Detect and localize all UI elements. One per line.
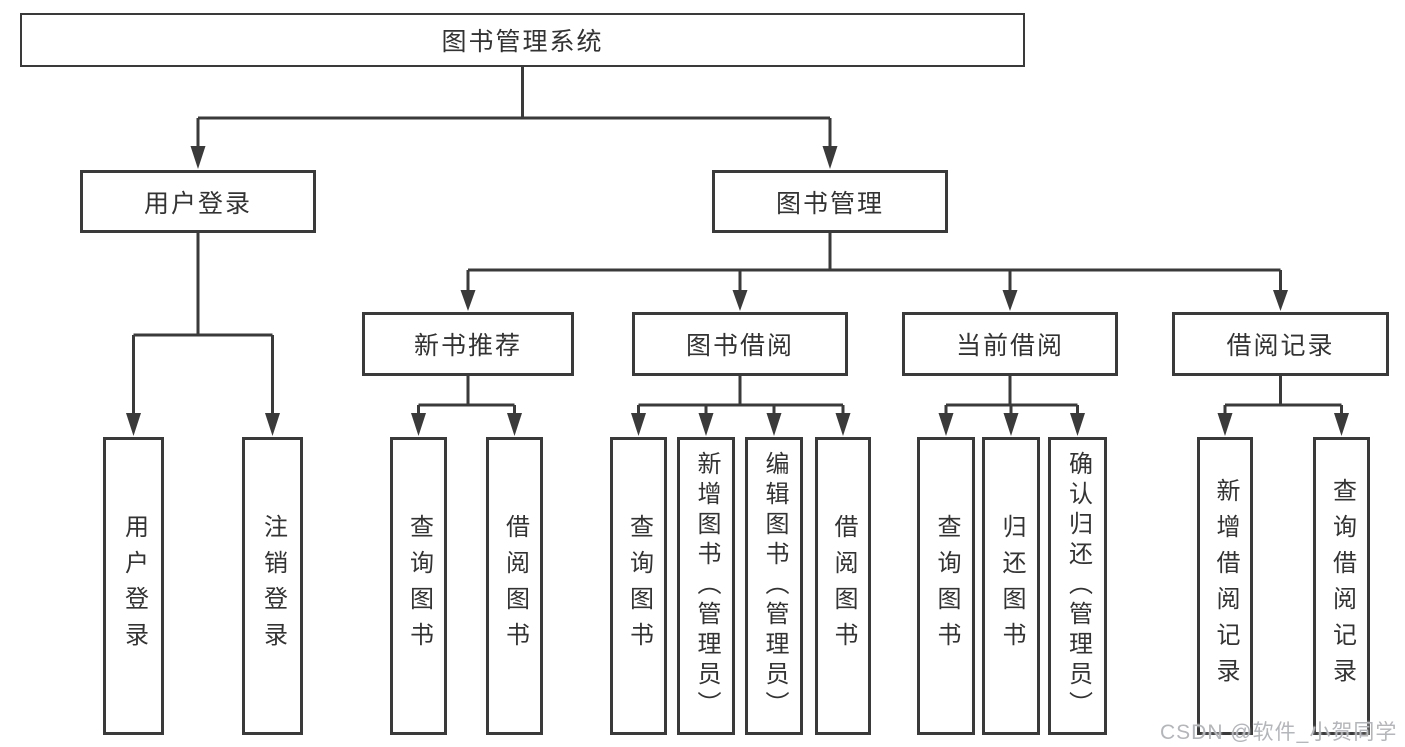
node-borrow-records-label: 借阅记录 [1226, 332, 1335, 360]
leaf-confirm-return-admin-label: 确认归还（管理员） [1064, 451, 1092, 721]
node-root: 图书管理系统 [20, 13, 1025, 67]
leaf-user-login: 用户登录 [103, 437, 164, 735]
leaf-borrow-book: 借阅图书 [815, 437, 871, 735]
edge-new-book-rec-trunk [418, 376, 515, 407]
node-new-book-recommend: 新书推荐 [362, 312, 574, 376]
arrowhead-user-login [190, 146, 206, 169]
leaf-query-books-borrow-label: 查询图书 [625, 514, 653, 658]
leaf-query-books-current: 查询图书 [917, 437, 975, 735]
node-book-management: 图书管理 [712, 170, 948, 233]
node-new-book-recommend-label: 新书推荐 [413, 332, 522, 360]
node-current-borrow: 当前借阅 [902, 312, 1118, 376]
leaf-logout-label: 注销登录 [259, 514, 287, 658]
node-current-borrow-label: 当前借阅 [955, 332, 1064, 360]
edge-current-borrow-trunk [946, 376, 1078, 407]
node-borrow-records: 借阅记录 [1172, 312, 1389, 376]
leaf-confirm-return-admin: 确认归还（管理员） [1048, 437, 1107, 735]
edge-borrow-records-trunk [1225, 376, 1342, 407]
node-book-management-label: 图书管理 [775, 189, 884, 218]
arrowhead-book-borrow [732, 290, 748, 311]
leaf-add-book-admin: 新增图书（管理员） [677, 437, 735, 735]
leaf-borrow-book-label: 借阅图书 [830, 514, 857, 658]
node-user-login-label: 用户登录 [143, 189, 252, 218]
leaf-query-borrow-record-label: 查询借阅记录 [1328, 478, 1356, 694]
leaf-add-borrow-record: 新增借阅记录 [1197, 437, 1253, 735]
leaf-return-book-label: 归还图书 [998, 514, 1025, 658]
arrowhead-cb-leaf3 [1070, 413, 1085, 436]
leaf-edit-book-admin: 编辑图书（管理员） [745, 437, 803, 735]
arrowhead-cb-leaf1 [938, 413, 954, 436]
arrowhead-bb-leaf2 [698, 413, 714, 436]
arrowhead-cb-leaf2 [1003, 413, 1019, 436]
arrowhead-bb-leaf1 [631, 413, 646, 436]
leaf-query-borrow-record: 查询借阅记录 [1313, 437, 1370, 735]
leaf-query-books-current-label: 查询图书 [933, 514, 960, 658]
arrowhead-book-mgmt [822, 146, 838, 169]
edge-book-mgmt-trunk [468, 233, 1281, 272]
arrowhead-leaf-login [126, 413, 141, 436]
node-book-borrow: 图书借阅 [632, 312, 848, 376]
leaf-query-books-borrow: 查询图书 [610, 437, 667, 735]
arrowhead-nbr-leaf1 [411, 413, 426, 436]
csdn-watermark: CSDN @软件_小贺同学 [1160, 721, 1398, 744]
arrowhead-borrow-records [1273, 290, 1288, 311]
leaf-edit-book-admin-label: 编辑图书（管理员） [761, 451, 788, 721]
arrowhead-nbr-leaf2 [507, 413, 522, 436]
arrowhead-current-borrow [1002, 290, 1018, 311]
node-user-login: 用户登录 [80, 170, 316, 233]
arrowhead-br-leaf1 [1217, 413, 1233, 436]
node-book-borrow-label: 图书借阅 [685, 332, 794, 360]
leaf-add-borrow-record-label: 新增借阅记录 [1212, 478, 1239, 694]
edge-book-borrow-trunk [638, 376, 843, 407]
leaf-borrow-book-recommend: 借阅图书 [486, 437, 543, 735]
leaf-query-books-recommend-label: 查询图书 [405, 514, 433, 658]
node-root-label: 图书管理系统 [441, 28, 604, 56]
leaf-return-book: 归还图书 [982, 437, 1040, 735]
edge-user-login-trunk [133, 233, 273, 337]
leaf-logout: 注销登录 [242, 437, 303, 735]
leaf-query-books-recommend: 查询图书 [390, 437, 447, 735]
leaf-user-login-label: 用户登录 [120, 514, 148, 658]
arrowhead-bb-leaf4 [835, 413, 851, 436]
arrowhead-bb-leaf3 [766, 413, 782, 436]
arrowhead-leaf-logout [265, 413, 280, 436]
leaf-add-book-admin-label: 新增图书（管理员） [693, 451, 720, 721]
edge-root-trunk [198, 67, 830, 120]
arrowhead-new-book-rec [460, 290, 476, 311]
arrowhead-br-leaf2 [1334, 413, 1349, 436]
leaf-borrow-book-recommend-label: 借阅图书 [501, 514, 529, 658]
